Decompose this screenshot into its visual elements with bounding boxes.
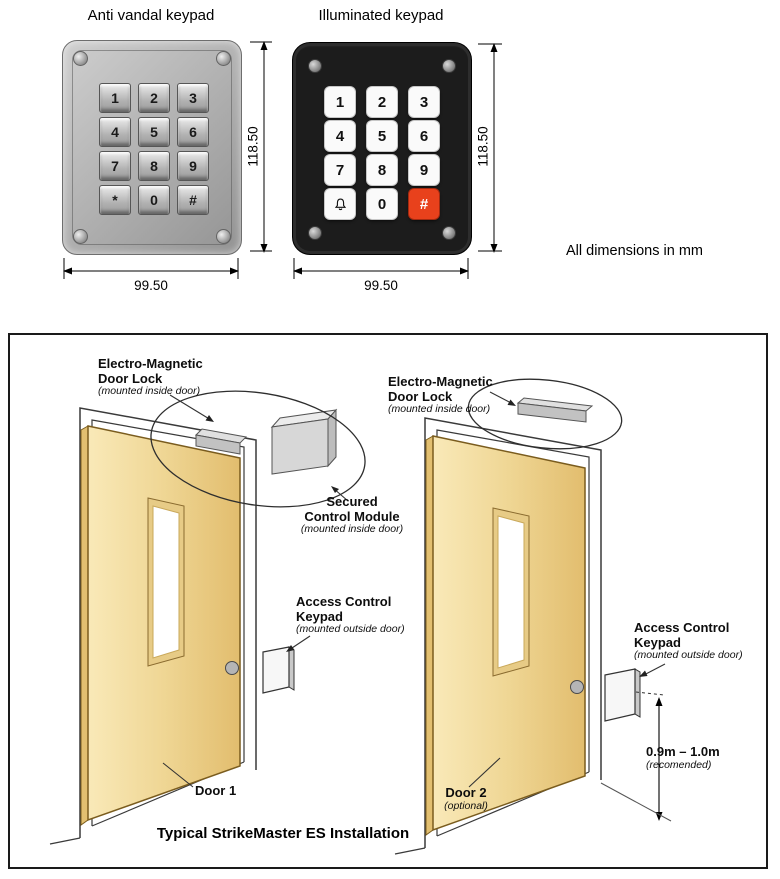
mount-height-label: 0.9m – 1.0m (recomended): [646, 744, 720, 771]
keypad-key: 0: [138, 185, 170, 215]
door-lock-2-drawing: [516, 397, 594, 423]
keypad-key: 6: [177, 117, 209, 147]
label-note: (mounted inside door): [98, 385, 201, 398]
label-line: Access Control: [634, 620, 730, 635]
label-line: Keypad: [296, 608, 343, 624]
keypad-key: 0: [367, 189, 397, 219]
label-line: Door Lock: [98, 370, 163, 386]
width-dimension-label: 99.50: [364, 278, 398, 293]
height-dimension-label: 118.50: [245, 126, 261, 167]
bell-key: [325, 189, 355, 219]
hash-key: #: [409, 189, 439, 219]
bell-icon: [334, 197, 346, 210]
door-lock-1-drawing: [194, 428, 248, 455]
label-line: 0.9m – 1.0m: [646, 744, 720, 759]
label-line: Keypad: [634, 634, 681, 650]
keypad-key: 9: [177, 151, 209, 181]
label-note: (recomended): [646, 758, 712, 771]
keypad-key: 2: [367, 87, 397, 117]
keypad-key: *: [99, 185, 131, 215]
keypad-key: 3: [409, 87, 439, 117]
label-line: Control Module: [304, 508, 400, 524]
screw-icon: [308, 59, 322, 73]
keypad-key: 1: [99, 83, 131, 113]
keypad-key: 8: [138, 151, 170, 181]
keypad-key: 7: [99, 151, 131, 181]
keypad-key: 6: [409, 121, 439, 151]
label-line: Door 1: [195, 783, 237, 798]
label-line: Door Lock: [388, 388, 453, 404]
door-1-label: Door 1: [195, 783, 237, 799]
screw-icon: [308, 226, 322, 240]
access-control-keypad-label-2: Access Control Keypad (mounted outside d…: [634, 620, 743, 662]
door-2-knob: [570, 680, 584, 694]
width-dimension-label: 99.50: [134, 278, 168, 293]
keypad-key: 1: [325, 87, 355, 117]
screw-icon: [442, 59, 456, 73]
secured-control-module-drawing: [270, 408, 338, 475]
keypad-key: 8: [367, 155, 397, 185]
dimensions-note: All dimensions in mm: [566, 243, 703, 259]
electro-magnetic-lock-label-2: Electro-Magnetic Door Lock (mounted insi…: [388, 374, 493, 416]
access-keypad-1-drawing: [262, 646, 295, 694]
keypad-key: #: [177, 185, 209, 215]
keypad-bezel: [72, 50, 232, 245]
callout-ellipse-door2: [467, 378, 623, 450]
access-keypad-2-drawing: [604, 668, 641, 722]
door-2-label: Door 2 (optional): [430, 785, 502, 812]
keypad-key: 2: [138, 83, 170, 113]
label-line: Door 2: [445, 785, 487, 800]
access-control-keypad-label-1: Access Control Keypad (mounted outside d…: [296, 594, 405, 636]
keypad-key: 5: [367, 121, 397, 151]
label-note: (optional): [444, 799, 488, 812]
illuminated-keypad-title: Illuminated keypad: [318, 7, 444, 24]
illuminated-keypad-image: 1 2 3 4 5 6 7 8 9 0 #: [292, 42, 472, 255]
label-note: (mounted inside door): [300, 523, 404, 536]
label-note: (mounted inside door): [388, 403, 491, 416]
anti-vandal-keypad-title: Anti vandal keypad: [87, 7, 215, 24]
label-line: Access Control: [296, 594, 392, 609]
screw-icon: [442, 226, 456, 240]
illuminated-key-grid: 1 2 3 4 5 6 7 8 9 0 #: [325, 87, 439, 219]
door-1-knob: [225, 661, 239, 675]
keypad-key: 4: [99, 117, 131, 147]
installation-title: Typical StrikeMaster ES Installation: [156, 825, 410, 842]
anti-vandal-key-grid: 1 2 3 4 5 6 7 8 9 * 0 #: [99, 83, 209, 215]
keypad-key: 4: [325, 121, 355, 151]
installation-diagram: Electro-Magnetic Door Lock (mounted insi…: [8, 333, 768, 869]
leader-arrowheads: [205, 399, 648, 677]
label-note: (mounted outside door): [296, 623, 405, 636]
electro-magnetic-lock-label-1: Electro-Magnetic Door Lock (mounted insi…: [98, 356, 203, 398]
secured-control-module-label: Secured Control Module (mounted inside d…: [293, 494, 411, 536]
keypad-key: 7: [325, 155, 355, 185]
label-line: Electro-Magnetic: [98, 356, 203, 371]
label-note: (mounted outside door): [634, 649, 743, 662]
installation-drawing: [49, 378, 672, 855]
keypad-key: 3: [177, 83, 209, 113]
door-2-drawing: [394, 417, 602, 855]
label-line: Electro-Magnetic: [388, 374, 493, 389]
door-1-drawing: [49, 407, 257, 845]
mount-height-dimension: [600, 691, 672, 822]
height-dimension-label: 118.50: [475, 126, 491, 167]
keypad-key: 9: [409, 155, 439, 185]
keypad-key: 5: [138, 117, 170, 147]
anti-vandal-keypad-image: 1 2 3 4 5 6 7 8 9 * 0 #: [62, 40, 242, 255]
callout-ellipse-door1: [150, 390, 366, 508]
label-line: Secured: [326, 494, 378, 509]
